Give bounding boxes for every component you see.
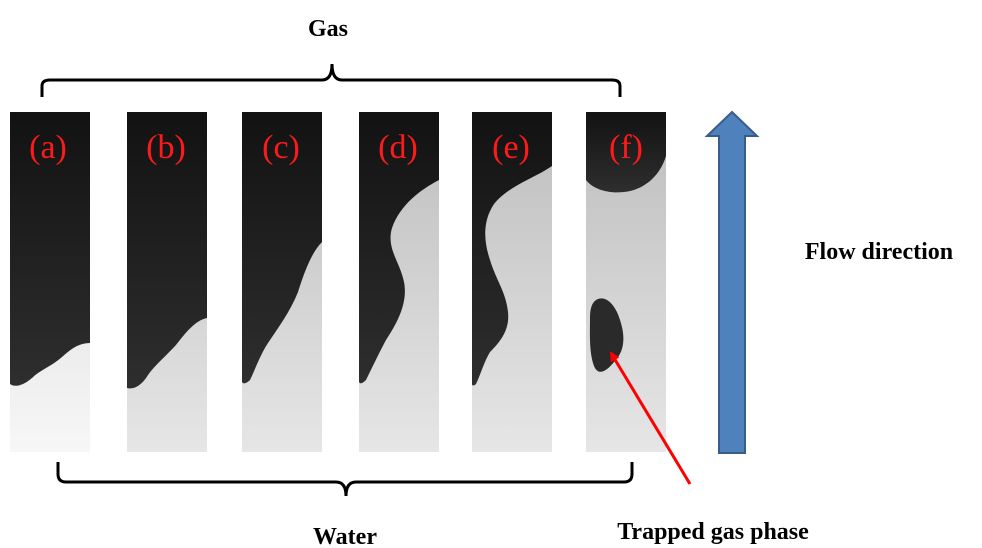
top-brace (40, 63, 622, 97)
panel-d-label: (d) (378, 129, 418, 166)
panel-a-gas (10, 112, 90, 386)
panel-c-label: (c) (262, 129, 300, 166)
panel-d-gas (359, 112, 439, 384)
panel-b-gas (127, 112, 207, 389)
trapped-gas-label: Trapped gas phase (617, 519, 809, 545)
bottom-brace (56, 462, 634, 497)
panel-a: (a) (10, 112, 90, 452)
panel-f: (f) (586, 112, 666, 452)
panel-e: (e) (472, 112, 552, 452)
panel-d: (d) (359, 112, 439, 452)
panel-a-label: (a) (29, 129, 67, 166)
flow-direction-label: Flow direction (805, 239, 953, 265)
panel-b-label: (b) (146, 129, 186, 166)
panel-b: (b) (127, 112, 207, 452)
trapped-gas-pointer (609, 351, 692, 485)
panel-c-gas (242, 112, 322, 384)
panel-e-gas (472, 112, 552, 386)
panel-e-label: (e) (492, 129, 530, 166)
water-label: Water (313, 524, 377, 548)
panel-f-label: (f) (609, 129, 643, 166)
panel-f-gas (586, 112, 666, 193)
gas-label: Gas (308, 16, 348, 42)
flow-arrow (704, 110, 760, 454)
panel-c: (c) (242, 112, 322, 452)
